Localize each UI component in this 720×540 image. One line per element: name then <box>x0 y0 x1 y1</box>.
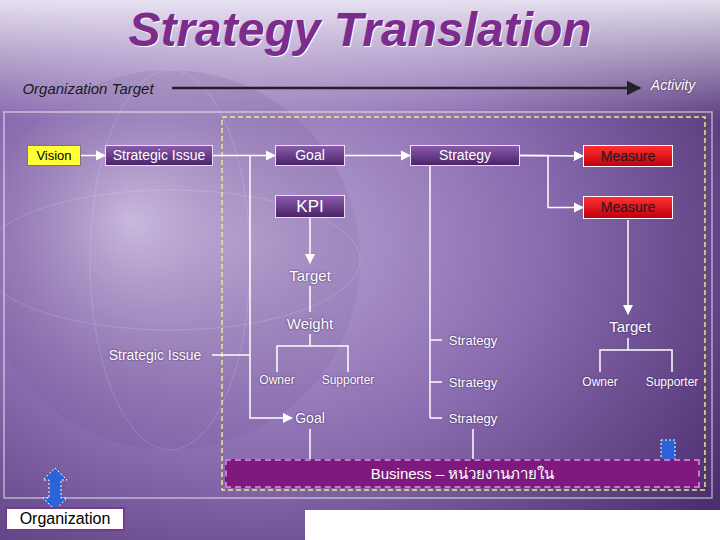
diagram-label: Strategy <box>449 333 497 348</box>
measure-box: Measure <box>583 196 673 219</box>
connector-line <box>430 381 442 383</box>
node-text: Strategic Issue <box>113 148 206 163</box>
connector-line <box>309 429 311 459</box>
globe-illustration <box>0 70 360 450</box>
connector-line <box>309 334 311 346</box>
diagram-label: Weight <box>287 315 333 332</box>
globe-latitude <box>0 190 360 330</box>
connector-line <box>472 429 474 459</box>
node-text: KPI <box>296 198 323 216</box>
connector-line <box>309 218 311 263</box>
connector-line <box>309 286 311 312</box>
vision-box: Vision <box>27 145 81 166</box>
business-band: Business – หน่วยงานภายใน <box>225 459 700 488</box>
connector-line <box>627 338 629 350</box>
node-text: Business – หน่วยงานภายใน <box>371 466 555 482</box>
connector-line <box>600 350 672 372</box>
connector-line <box>430 417 442 419</box>
node-text: Measure <box>601 149 655 164</box>
diagram-label: Strategy <box>449 411 497 426</box>
measure-box: Measure <box>583 145 673 167</box>
connector-line <box>627 220 629 314</box>
outer-frame <box>4 112 712 498</box>
flow-arrow <box>172 87 640 90</box>
diagram-label: Target <box>289 267 331 284</box>
diagram-label: Goal <box>295 410 325 426</box>
diagram-title: Strategy Translation <box>0 0 720 60</box>
node-text: Measure <box>601 200 655 215</box>
globe-meridian <box>90 70 250 450</box>
connector-line <box>212 354 250 356</box>
diagram-label: Supporter <box>646 375 699 389</box>
white-panel <box>305 510 720 540</box>
connector-line <box>429 166 431 418</box>
diagram-label: Organization Target <box>22 80 153 97</box>
organization-box: Organization <box>5 507 125 531</box>
node-text: Vision <box>36 149 71 163</box>
connector-arrow <box>520 156 583 208</box>
diagram-label: Target <box>609 318 651 335</box>
node-text: Organization <box>20 511 111 528</box>
process-box: Goal <box>275 145 345 166</box>
node-text: Goal <box>295 148 325 163</box>
connector-arrow <box>345 155 410 157</box>
process-box: Strategy <box>410 145 520 166</box>
diagram-label: Supporter <box>322 373 375 387</box>
diagram-label: Owner <box>582 375 617 389</box>
diagram-label: Activity <box>651 77 695 93</box>
diagram-label: Owner <box>259 373 294 387</box>
diagram-label: Strategy <box>449 375 497 390</box>
connector-arrow <box>81 155 105 157</box>
connector-line <box>430 339 442 341</box>
block-arrow <box>43 468 67 510</box>
diagram-label: Strategic Issue <box>109 347 202 363</box>
process-box: Strategic Issue <box>105 145 213 166</box>
kpi-box: KPI <box>275 195 345 218</box>
connector-arrow <box>213 155 275 157</box>
dashed-frame <box>222 117 705 490</box>
connector-line <box>277 346 348 372</box>
node-text: Strategy <box>439 148 491 163</box>
